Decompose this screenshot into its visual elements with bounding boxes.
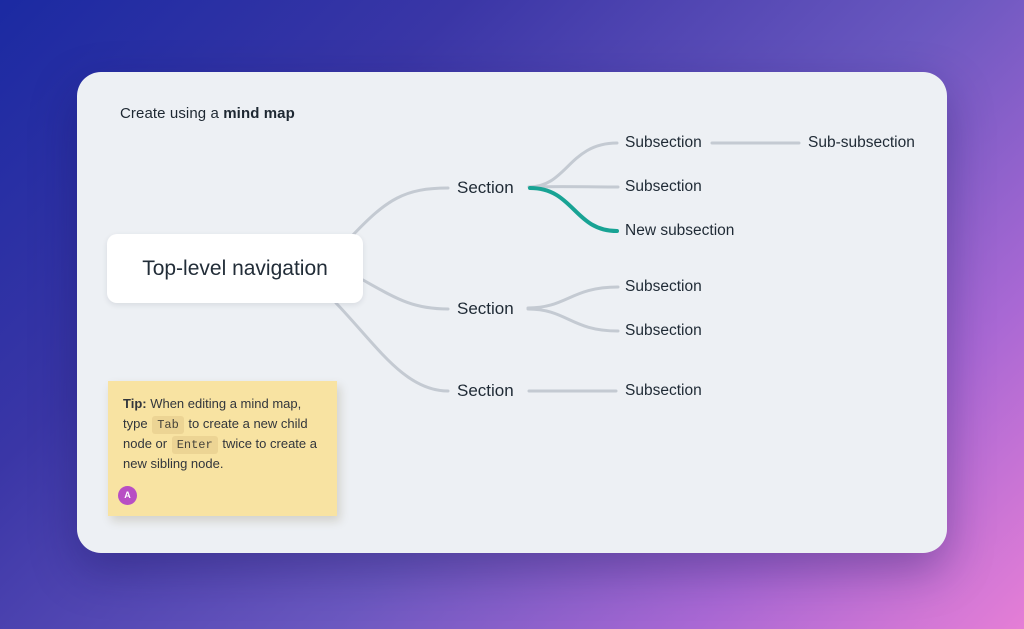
collaborator-avatar-initial: A	[124, 489, 131, 500]
node-section1-subsection1[interactable]: Subsection	[625, 134, 702, 151]
connector-root-section3	[334, 301, 450, 393]
connector-root-section2	[361, 278, 450, 311]
mindmap-root-node[interactable]: Top-level navigation	[107, 234, 363, 303]
collaborator-avatar: A	[118, 486, 137, 505]
key-chip-tab: Tab	[152, 415, 184, 434]
node-section1-new-subsection[interactable]: New subsection	[625, 222, 735, 239]
highlight-connector-new-subsection	[528, 186, 619, 233]
card-title-prefix: Create using a	[120, 105, 224, 122]
tip-text-3: twice to create a new sibling node.	[123, 435, 317, 471]
key-chip-enter: Enter	[171, 435, 218, 454]
tip-note: Tip: When editing a mind map, type Tab t…	[108, 381, 337, 516]
node-section-3[interactable]: Section	[457, 381, 514, 400]
connector-lines	[334, 141, 801, 393]
node-section-1[interactable]: Section	[457, 178, 514, 197]
tip-text-1: When editing a mind map, type	[123, 396, 302, 431]
card-title: Create using a mind map	[120, 105, 295, 122]
node-sub-subsection[interactable]: Sub-subsection	[808, 134, 915, 151]
node-section-2[interactable]: Section	[457, 299, 514, 318]
connector-section2-sub2	[526, 307, 620, 333]
root-node-label: Top-level navigation	[142, 256, 328, 280]
connector-root-section1	[350, 186, 450, 238]
mindmap-card: Create using a mind map Top-level nav	[77, 72, 947, 553]
node-section2-subsection2[interactable]: Subsection	[625, 322, 702, 339]
tip-text: Tip: When editing a mind map, type Tab t…	[123, 394, 321, 473]
tip-label: Tip:	[123, 396, 147, 411]
mindmap-canvas: Top-level navigation Section Section Sec…	[77, 72, 947, 553]
card-title-bold: mind map	[223, 105, 295, 122]
node-section1-subsection2[interactable]: Subsection	[625, 178, 702, 195]
connector-section2-sub1	[526, 285, 620, 310]
tip-text-2: to create a new child node or	[123, 415, 308, 451]
node-section3-subsection1[interactable]: Subsection	[625, 382, 702, 399]
mindmap-connectors	[334, 141, 801, 393]
node-section2-subsection1[interactable]: Subsection	[625, 278, 702, 295]
connector-section1-sub1	[527, 141, 619, 189]
